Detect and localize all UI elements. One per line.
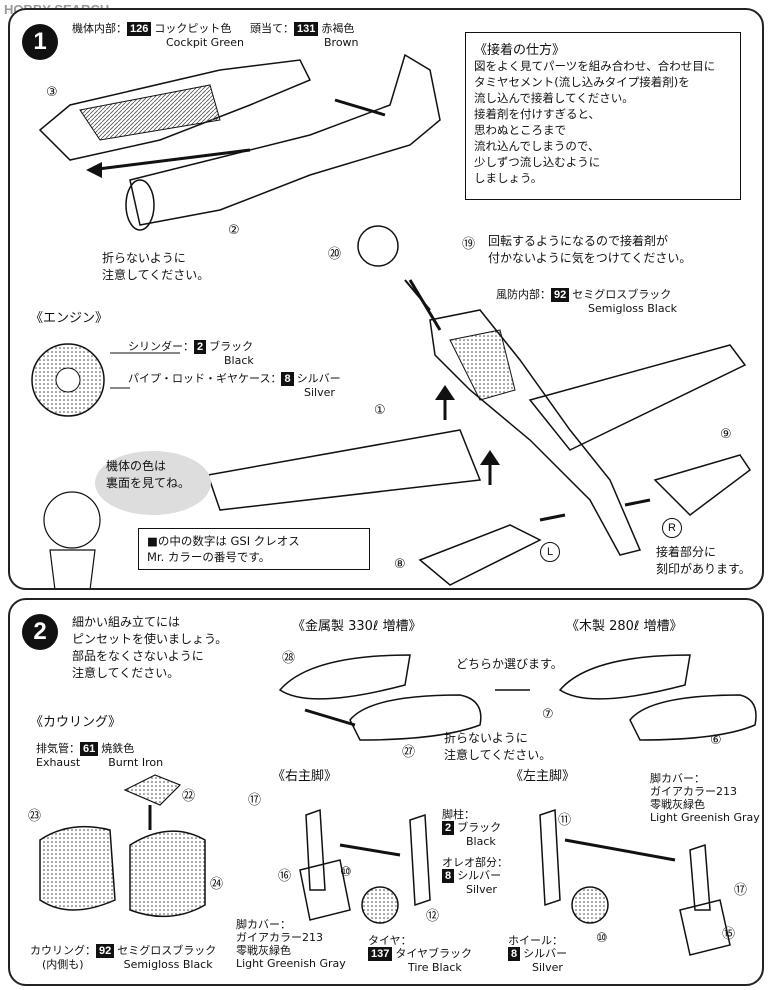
part-2: ② [228, 223, 240, 238]
step1-panel: 1 [8, 8, 764, 590]
part-12: ⑫ [426, 909, 440, 924]
part-10-right: ⑩ [340, 865, 352, 880]
gsi-note-box: ■の中の数字は GSI クレオス Mr. カラーの番号です。 [138, 528, 370, 570]
right-leg-title: 《右主脚》 [272, 769, 338, 784]
glue-text: 図をよく見てパーツを組み合わせ、合わせ目に タミヤセメント(流し込みタイプ接着剤… [474, 59, 716, 185]
step1-number: 1 [22, 24, 58, 60]
tweezers-note: 細かい組み立てにはピンセットを使いましょう。 部品をなくさないように注意してくだ… [72, 615, 228, 680]
step2-number: 2 [22, 614, 58, 650]
cowling-title: 《カウリング》 [30, 715, 122, 730]
metal-tank-title: 《金属製 330ℓ 増槽》 [292, 619, 422, 634]
part-9: ⑨ [720, 427, 732, 442]
part-28: ㉘ [282, 651, 296, 666]
part-10-left: ⑩ [596, 931, 608, 946]
rotate-note: 回転するようになるので接着剤が付かないように気をつけてください。 [488, 234, 692, 265]
part-6: ⑥ [710, 733, 722, 748]
wood-tank-title: 《木製 280ℓ 増槽》 [566, 619, 683, 634]
part-24: ㉔ [210, 877, 224, 892]
mark-r: R [662, 518, 682, 538]
part-17-left: ⑰ [734, 883, 748, 898]
part-11: ⑪ [558, 813, 572, 828]
engine-title: 《エンジン》 [30, 311, 109, 326]
part-22: ㉒ [182, 789, 196, 804]
part-7: ⑦ [542, 707, 554, 722]
part-15: ⑮ [722, 927, 736, 942]
step2-drawing [39, 654, 757, 956]
glue-title: 《接着の仕方》 [474, 43, 566, 58]
part-8: ⑧ [394, 557, 406, 572]
careful-note-1: 折らないように注意してください。 [102, 251, 210, 282]
left-leg-title: 《左主脚》 [510, 769, 576, 784]
body-color-bubble: 機体の色は裏面を見てね。 [106, 459, 191, 490]
glue-instructions-box: 《接着の仕方》 図をよく見てパーツを組み合わせ、合わせ目に タミヤセメント(流し… [465, 32, 741, 200]
careful-note-2: 折らないように注意してください。 [444, 731, 552, 762]
part-23: ㉓ [28, 809, 42, 824]
step2-panel: 2 [8, 598, 764, 986]
part-1: ① [374, 403, 386, 418]
choose-note: どちらか選びます。 [456, 657, 563, 671]
part-20: ⑳ [328, 247, 342, 262]
part-16: ⑯ [278, 869, 292, 884]
mark-l: L [540, 542, 560, 562]
part-27: ㉗ [402, 745, 416, 760]
part-19: ⑲ [462, 237, 476, 252]
part-17-right: ⑰ [248, 793, 262, 808]
engraved-mark-note: 接着部分に刻印があります。 [656, 545, 751, 576]
part-3: ③ [46, 85, 58, 100]
